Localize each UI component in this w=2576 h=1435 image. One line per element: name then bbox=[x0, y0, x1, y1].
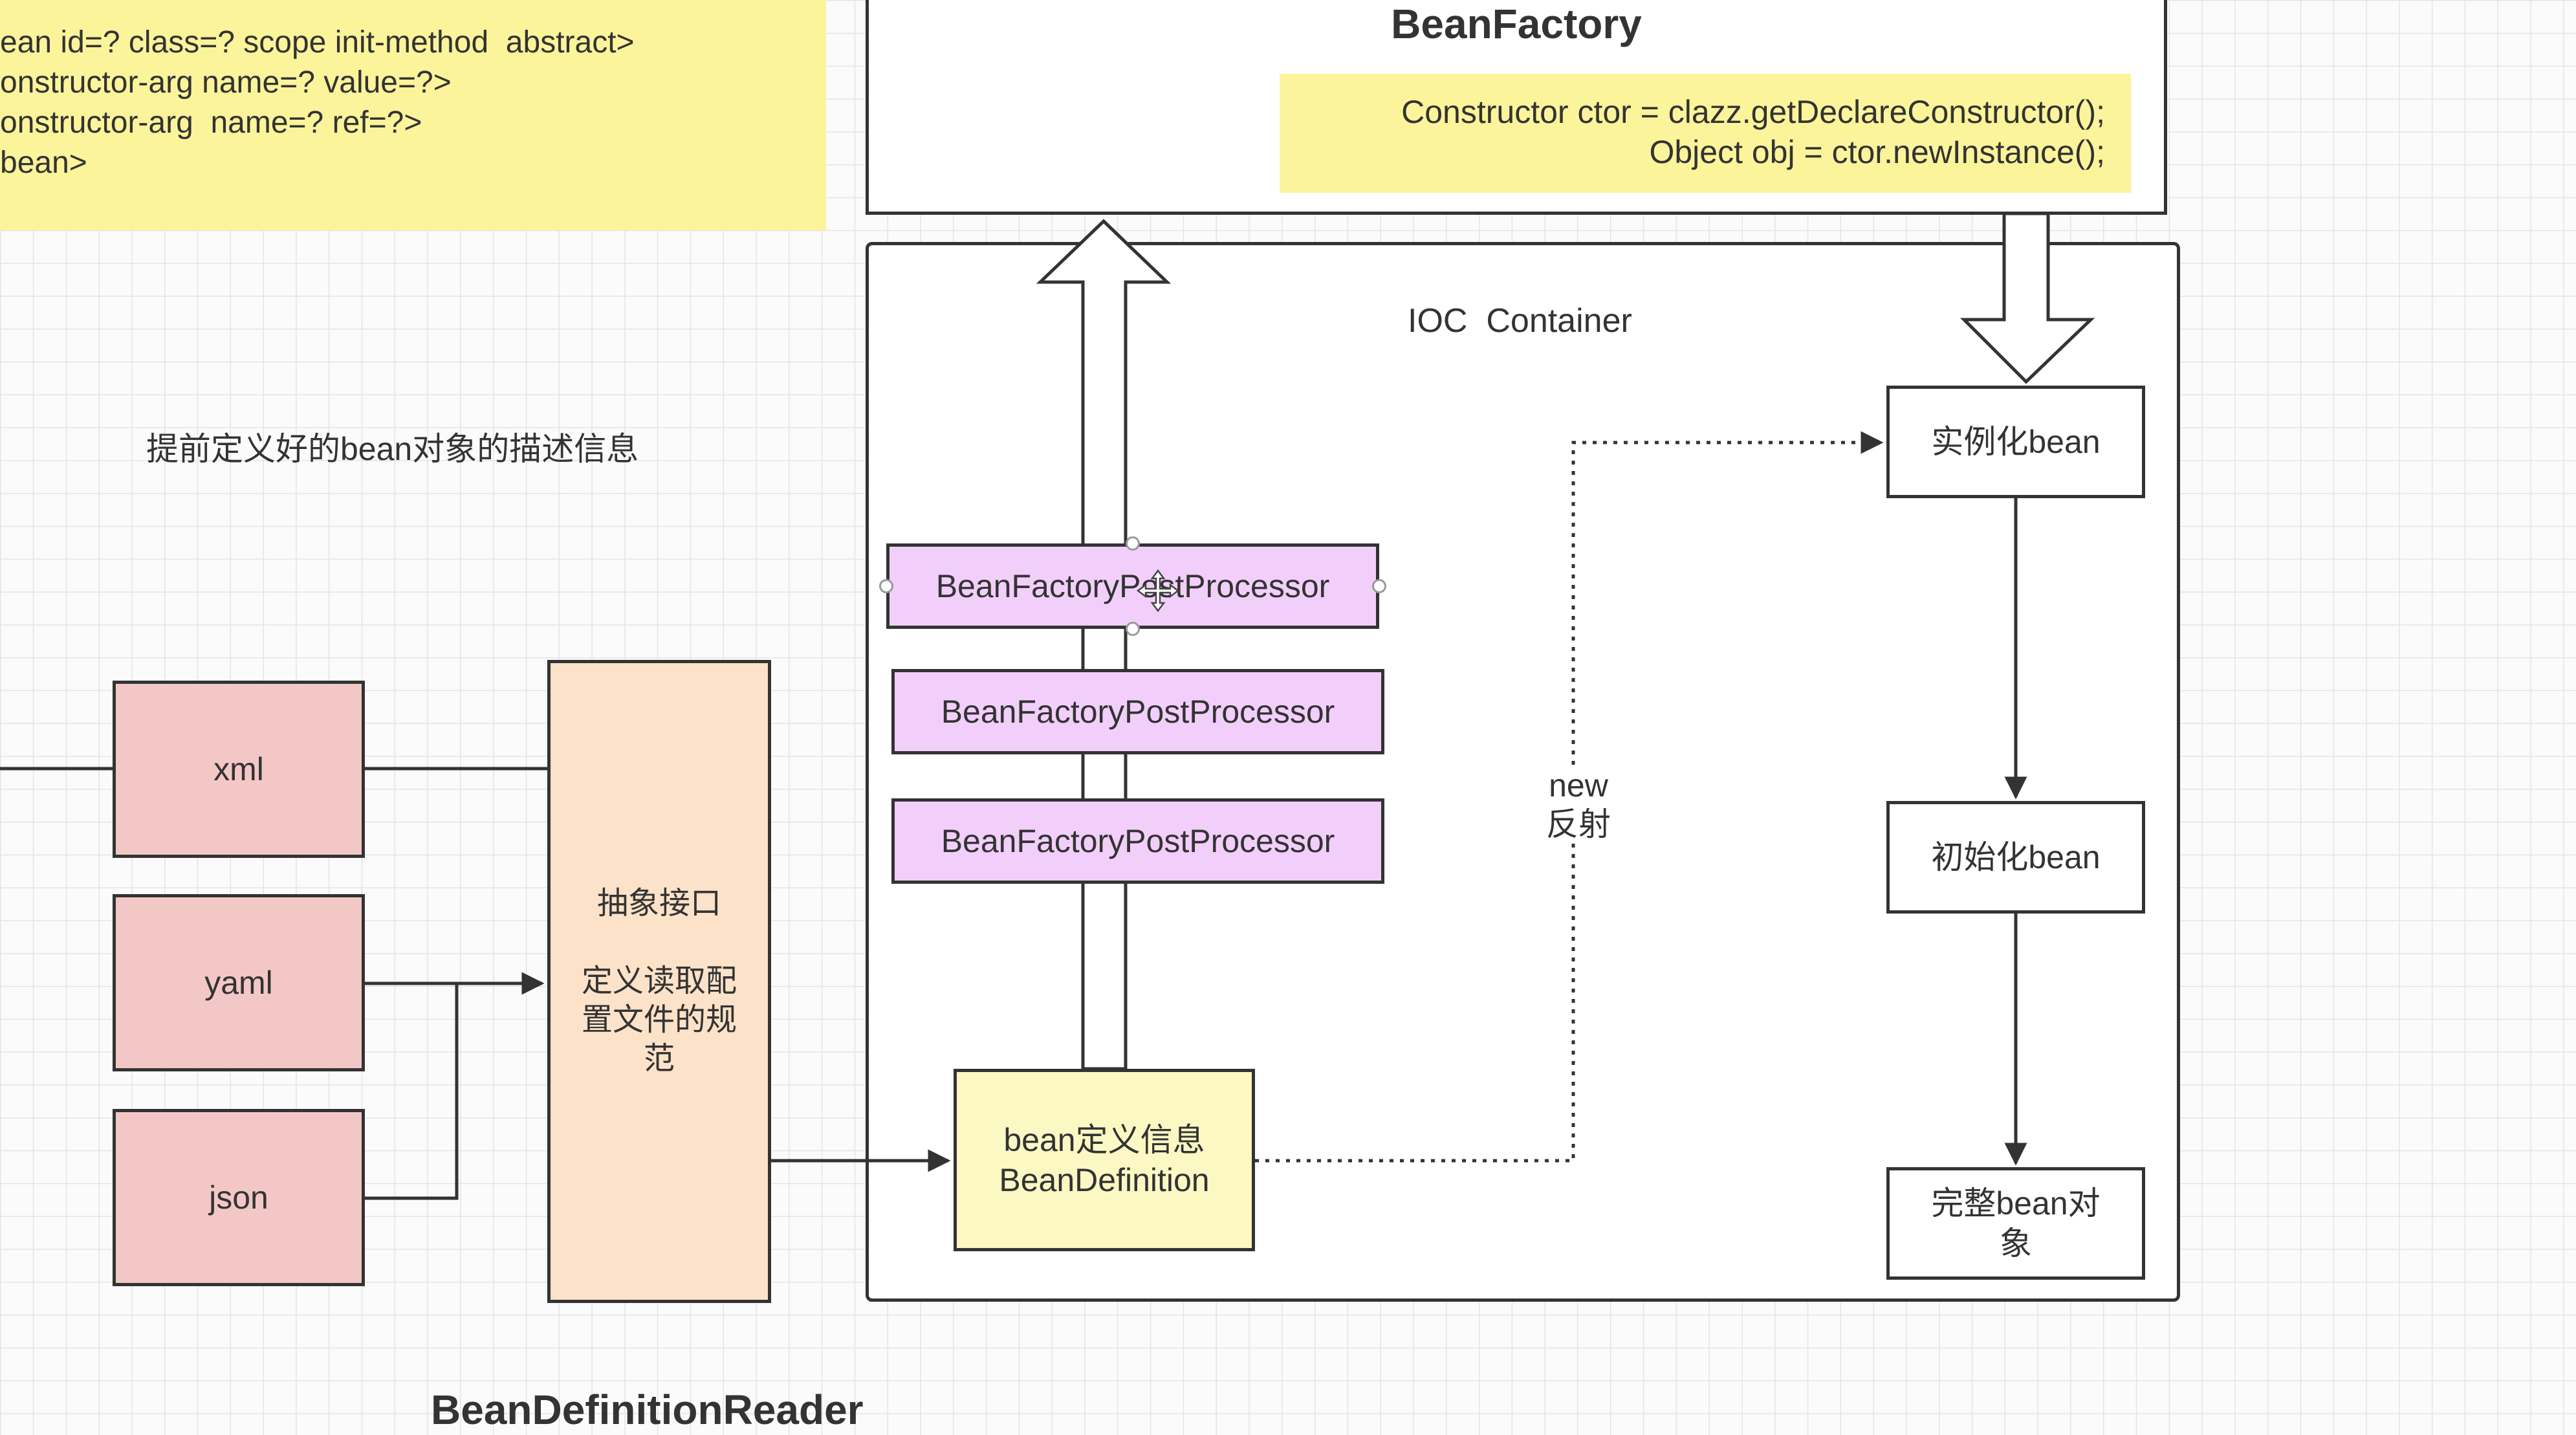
code-line: Object obj = ctor.newInstance(); bbox=[1649, 134, 2105, 170]
hollow-down-arrow bbox=[1959, 212, 2095, 384]
abstract-reader-box[interactable]: 抽象接口 定义读取配 置文件的规 范 bbox=[547, 660, 771, 1303]
selection-handle[interactable] bbox=[879, 579, 893, 593]
selection-handle[interactable] bbox=[1372, 579, 1386, 593]
json-to-reader-connector bbox=[365, 983, 459, 1200]
bean-definition-reader-title: BeanDefinitionReader bbox=[431, 1386, 864, 1433]
json-source-box[interactable]: json bbox=[113, 1109, 365, 1286]
hollow-up-arrow bbox=[1036, 219, 1172, 1071]
new-reflect-label: new 反射 bbox=[1540, 766, 1617, 844]
bean-description-label: 提前定义好的bean对象的描述信息 bbox=[146, 431, 639, 467]
ioc-container-label: IOC Container bbox=[1408, 302, 1632, 340]
bean-factory-post-processor-3[interactable]: BeanFactoryPostProcessor bbox=[891, 798, 1384, 884]
yaml-source-box[interactable]: yaml bbox=[113, 894, 365, 1071]
instantiate-bean-box[interactable]: 实例化bean bbox=[1886, 386, 2145, 498]
complete-bean-object-box[interactable]: 完整bean对 象 bbox=[1886, 1167, 2145, 1280]
selection-handle[interactable] bbox=[1126, 622, 1140, 636]
initialize-bean-box[interactable]: 初始化bean bbox=[1886, 801, 2145, 914]
selection-handle[interactable] bbox=[1126, 536, 1140, 551]
xml-note-line: onstructor-arg name=? value=?> bbox=[0, 65, 452, 100]
xml-source-box[interactable]: xml bbox=[113, 681, 365, 858]
move-cursor-icon bbox=[1136, 569, 1180, 613]
new-reflect-dotted-arrow bbox=[1255, 431, 1884, 1163]
xml-note-line: bean> bbox=[0, 146, 87, 180]
bean-factory-title: BeanFactory bbox=[1391, 1, 1642, 47]
xml-config-note: ean id=? class=? scope init-method abstr… bbox=[0, 0, 826, 230]
xml-note-line: onstructor-arg name=? ref=?> bbox=[0, 105, 422, 140]
xml-note-line: ean id=? class=? scope init-method abstr… bbox=[0, 25, 635, 60]
bean-definition-box[interactable]: bean定义信息 BeanDefinition bbox=[954, 1069, 1255, 1251]
bean-factory-post-processor-2[interactable]: BeanFactoryPostProcessor bbox=[891, 669, 1384, 754]
constructor-code-note: Constructor ctor = clazz.getDeclareConst… bbox=[1280, 74, 2131, 193]
code-line: Constructor ctor = clazz.getDeclareConst… bbox=[1401, 94, 2105, 130]
bean-factory-post-processor-1[interactable]: BeanFactoryPostProcessor bbox=[886, 543, 1379, 629]
